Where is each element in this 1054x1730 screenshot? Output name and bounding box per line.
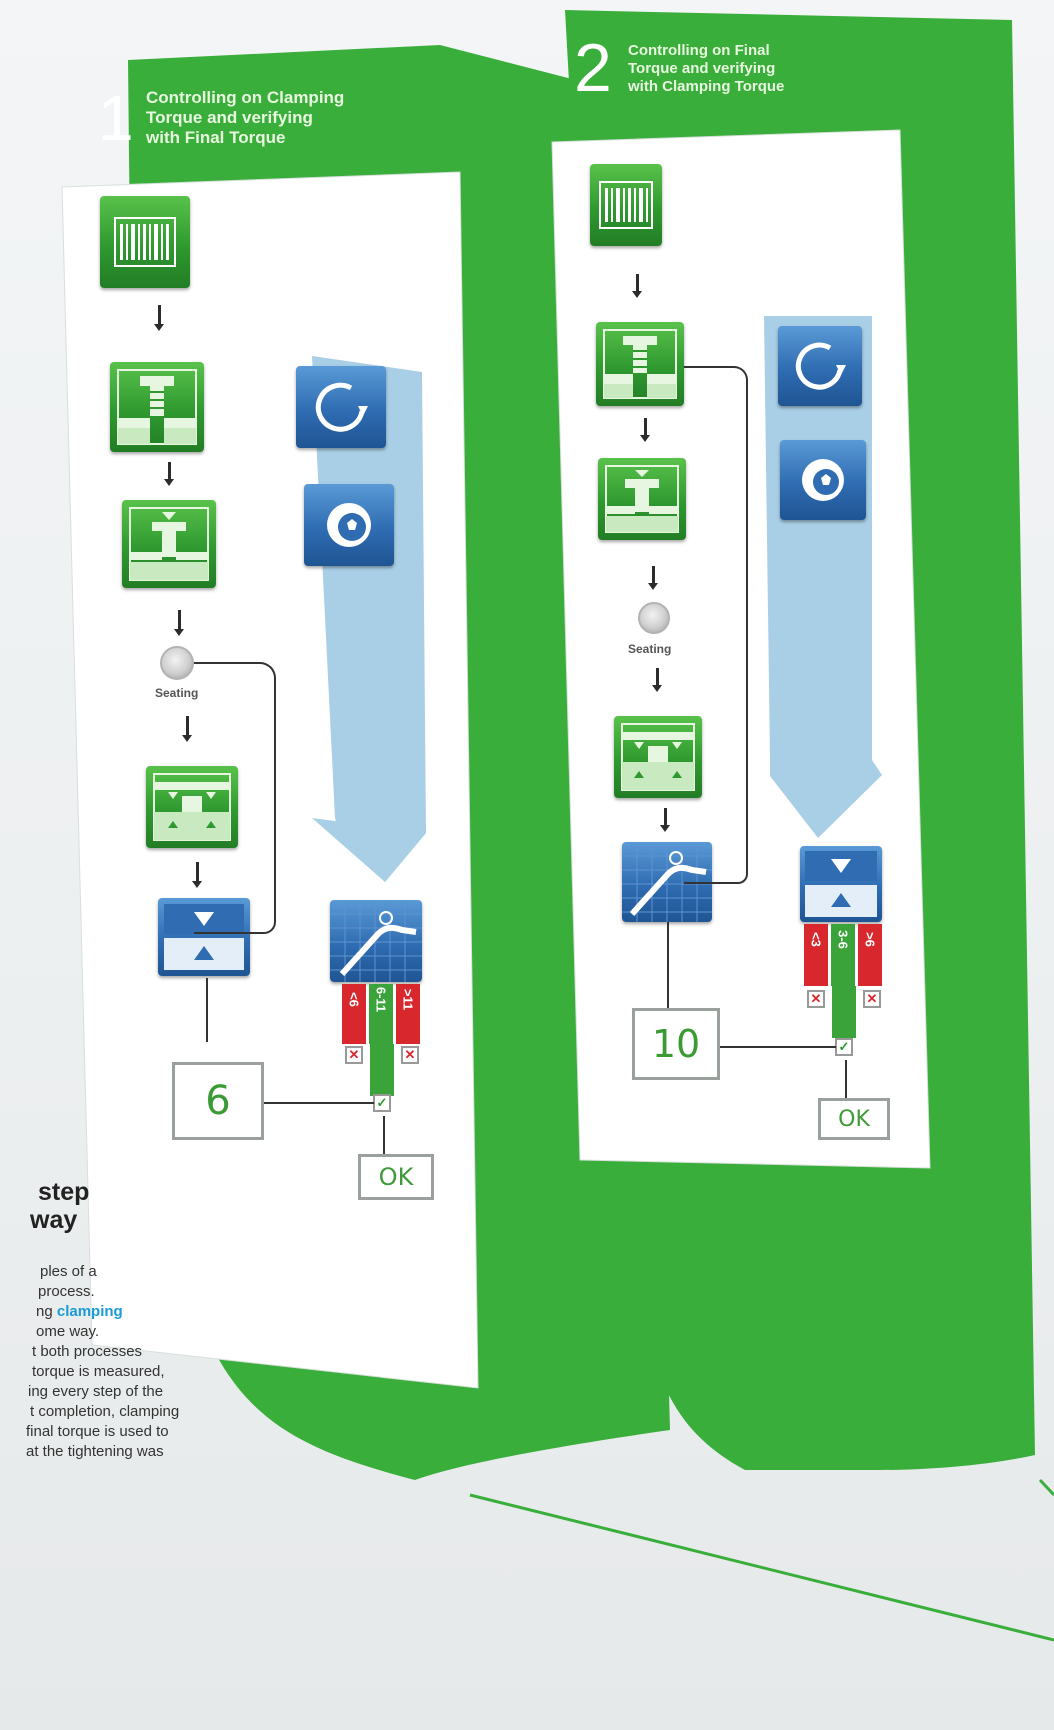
- side-body-line: ng clamping: [2, 1302, 179, 1322]
- side-body-line: at the tightening was: [26, 1443, 164, 1460]
- seating-label: Seating: [628, 642, 672, 656]
- connector-line: [194, 662, 276, 934]
- connector-line: [383, 1116, 385, 1158]
- limit-ok-label: 3-6: [835, 930, 851, 949]
- limit-low-label: <3: [808, 932, 824, 947]
- side-body-line: ing every step of the: [28, 1383, 164, 1400]
- flow-arrow: [174, 610, 184, 636]
- flow-arrow: [154, 305, 164, 331]
- flow-arrow: [632, 274, 642, 298]
- compare-arrows-icon: [800, 846, 882, 922]
- flow-arrow: [652, 668, 662, 692]
- side-body: ples of a process. ng clamping ome way. …: [2, 1262, 179, 1462]
- limit-high: >6: [858, 924, 882, 986]
- side-body-line: ples of a: [40, 1263, 97, 1280]
- torque-wheel-icon: [304, 484, 394, 566]
- connector-line: [206, 978, 208, 1042]
- flow-arrow: [164, 462, 174, 486]
- banner-2-value-box: 10: [632, 1008, 720, 1080]
- reject-mark: ✕: [807, 990, 825, 1008]
- limit-low: <3: [804, 924, 828, 986]
- limit-ok-stem: [370, 1044, 394, 1096]
- banner-1-ok-box: OK: [358, 1154, 434, 1200]
- barcode-icon: [100, 196, 190, 288]
- seating-label: Seating: [155, 686, 199, 700]
- side-body-line: process.: [38, 1283, 95, 1300]
- side-body-line: ome way.: [36, 1323, 100, 1340]
- connector-line: [845, 1060, 847, 1100]
- limit-high: >11: [396, 984, 420, 1044]
- banner-2-title-line: Controlling on Final: [628, 42, 770, 59]
- rotate-arrow-icon: [778, 326, 862, 406]
- banner-1-limit-strip: <6 6-11 >11: [342, 984, 420, 1044]
- connector-line: [262, 1102, 374, 1104]
- banner-1-title-line: Torque and verifying: [146, 108, 313, 127]
- flow-arrow: [648, 566, 658, 590]
- limit-ok: 3-6: [831, 924, 855, 986]
- banner-2-title: Controlling on Final Torque and verifyin…: [628, 42, 858, 96]
- reject-mark: ✕: [401, 1046, 419, 1064]
- side-body-line: t completion, clamping: [30, 1403, 180, 1420]
- side-heading-line: step: [38, 1178, 90, 1206]
- connector-line: [718, 1046, 836, 1048]
- barcode-icon: [590, 164, 662, 246]
- flow-arrow: [192, 862, 202, 888]
- banner-1-number: 1: [98, 82, 134, 154]
- clamp-icon: [146, 766, 238, 848]
- torque-wheel-icon: [780, 440, 866, 520]
- side-heading: step way: [2, 1178, 89, 1234]
- rotate-arrow-icon: [296, 366, 386, 448]
- screw-press-icon: [598, 458, 686, 540]
- side-body-fragment: ng: [36, 1303, 57, 1320]
- flow-arrow: [660, 808, 670, 832]
- limit-low: <6: [342, 984, 366, 1044]
- banner-1-title-line: Controlling on Clamping: [146, 88, 345, 107]
- screw-icon: [596, 322, 684, 406]
- banner-1-title-line: with Final Torque: [146, 128, 286, 147]
- highlight-word: clamping: [56, 1303, 123, 1320]
- side-body-line: t both processes: [32, 1343, 143, 1360]
- accept-mark: ✓: [835, 1038, 853, 1056]
- banner-2-number: 2: [574, 30, 612, 106]
- torque-curve-graph-icon: [330, 900, 422, 982]
- limit-high-label: >6: [862, 932, 878, 947]
- banner-2-title-line: Torque and verifying: [628, 60, 776, 77]
- reject-mark: ✕: [863, 990, 881, 1008]
- banner-2-limit-strip: <3 3-6 >6: [804, 924, 882, 986]
- limit-ok: 6-11: [369, 984, 393, 1044]
- seating-circle-icon: [160, 646, 194, 680]
- reject-mark: ✕: [345, 1046, 363, 1064]
- flow-arrow: [640, 418, 650, 442]
- connector-line: [684, 366, 748, 884]
- limit-ok-stem: [832, 986, 856, 1038]
- side-body-line: final torque is used to: [26, 1423, 169, 1440]
- screw-press-icon: [122, 500, 216, 588]
- side-body-line: torque is measured,: [32, 1363, 165, 1380]
- flow-arrow: [182, 716, 192, 742]
- banner-2-ok-box: OK: [818, 1098, 890, 1140]
- connector-line: [667, 922, 669, 1008]
- side-heading-line: way: [30, 1206, 78, 1234]
- accept-mark: ✓: [373, 1094, 391, 1112]
- banner-1-title: Controlling on Clamping Torque and verif…: [146, 88, 406, 148]
- banner-1-value-box: 6: [172, 1062, 264, 1140]
- banner-2-title-line: with Clamping Torque: [628, 78, 785, 95]
- clamp-icon: [614, 716, 702, 798]
- seating-circle-icon: [638, 602, 670, 634]
- screw-icon: [110, 362, 204, 452]
